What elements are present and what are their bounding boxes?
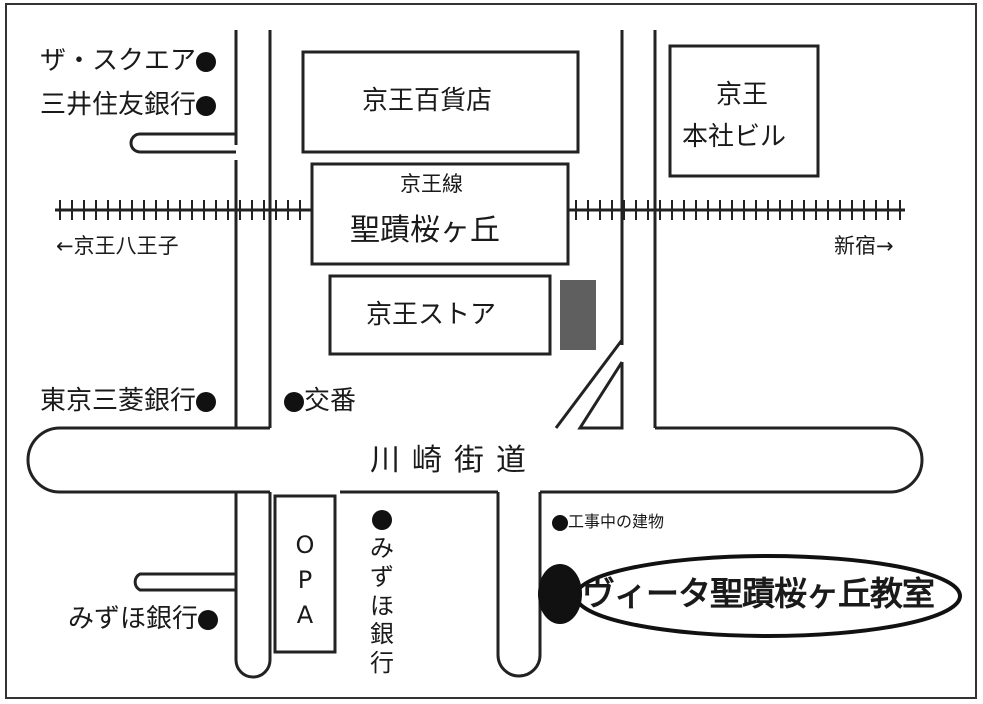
kawasaki-kaido-road <box>26 426 924 494</box>
landmark-dot-icon <box>198 609 219 630</box>
opa-box <box>273 494 337 654</box>
keio-department-store-label: 京王百貨店 <box>362 86 493 116</box>
diagonal-road <box>554 339 624 430</box>
parking-block <box>560 280 596 350</box>
direction-west-label: ←京王八王子 <box>56 234 179 258</box>
keio-store-box <box>328 274 552 356</box>
keio-hq-label-line2: 本社ビル <box>682 122 787 152</box>
keio-department-store-box <box>301 50 580 154</box>
side-street-bottom-left <box>133 572 236 592</box>
landmark-construction-label: 工事中の建物 <box>568 512 665 531</box>
map-frame <box>5 3 977 699</box>
station-box <box>310 162 570 266</box>
landmark-dot-icon <box>284 391 304 412</box>
landmark-dot-icon <box>552 514 568 531</box>
landmark-dot-icon <box>196 95 217 116</box>
landmark-mizuho-vertical-label: みずほ銀行 <box>370 534 394 678</box>
landmark-square-label: ザ・スクエア <box>40 46 197 76</box>
keio-hq-label-line1: 京王 <box>716 80 769 110</box>
landmark-mizuho-west: みずほ銀行 <box>68 604 219 634</box>
landmark-square: ザ・スクエア <box>40 46 217 76</box>
station-name-label: 聖蹟桜ヶ丘 <box>350 213 500 248</box>
landmark-dot-icon <box>196 51 217 72</box>
keio-hq-box <box>668 44 820 178</box>
landmark-mufg-label: 東京三菱銀行 <box>40 386 197 416</box>
landmark-mufg: 東京三菱銀行 <box>40 386 217 416</box>
kawasaki-kaido-label: 川崎街道 <box>370 443 538 478</box>
landmark-police-box-label: 交番 <box>304 386 357 416</box>
landmark-police-box: 交番 <box>284 388 356 414</box>
landmark-mizuho-vertical: みずほ銀行 <box>367 534 397 678</box>
side-street-top-left <box>129 132 236 154</box>
landmark-mizuho-west-label: みずほ銀行 <box>68 604 199 634</box>
direction-east-label: 新宿→ <box>834 234 894 258</box>
landmark-smbc-label: 三井住友銀行 <box>40 90 197 120</box>
destination-marker-icon <box>538 564 582 624</box>
station-line-label: 京王線 <box>400 172 463 196</box>
landmark-construction: 工事中の建物 <box>552 514 664 531</box>
landmark-dot-icon <box>372 510 392 530</box>
railway-ties <box>59 200 901 220</box>
landmark-dot-icon <box>196 391 217 412</box>
keio-store-label: 京王ストア <box>366 300 497 330</box>
landmark-smbc: 三井住友銀行 <box>40 90 217 120</box>
destination-label: ヴィータ聖蹟桜ヶ丘教室 <box>582 574 935 613</box>
left-road <box>234 30 272 679</box>
right-road <box>496 30 657 678</box>
